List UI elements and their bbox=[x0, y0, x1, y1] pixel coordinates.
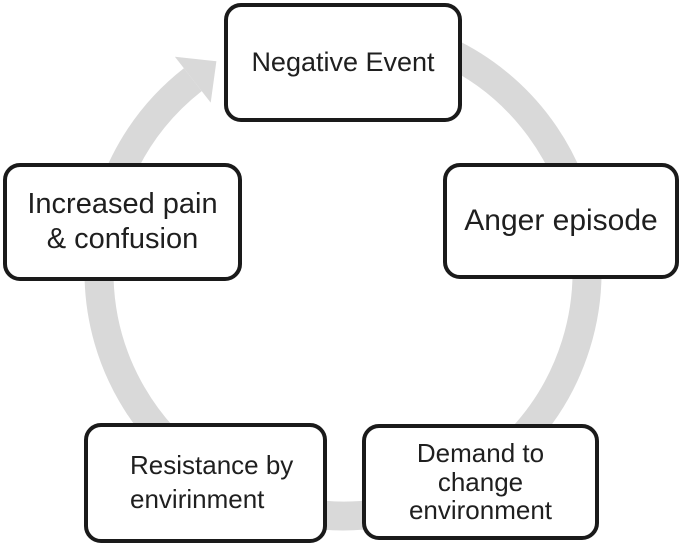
node-label-line: Negative Event bbox=[251, 46, 435, 77]
node-anger-episode: Anger episode bbox=[443, 163, 679, 279]
node-label-line: envirinment bbox=[130, 484, 265, 514]
node-demand-to-change-environment: Demand to change environment bbox=[362, 424, 599, 540]
node-label-line: change bbox=[437, 466, 524, 497]
node-label-line: environment bbox=[408, 495, 553, 526]
node-resistance-by-envirinment: Resistance by envirinment bbox=[84, 423, 327, 543]
node-negative-event: Negative Event bbox=[224, 3, 462, 122]
node-label-line: & confusion bbox=[46, 223, 199, 255]
node-label-line: Demand to bbox=[416, 438, 545, 469]
node-label-line: Resistance by bbox=[130, 450, 294, 481]
node-increased-pain-and-confusion: Increased pain & confusion bbox=[3, 163, 242, 281]
node-label-line: Anger episode bbox=[464, 203, 658, 237]
arrow-head-icon bbox=[174, 56, 217, 103]
node-label-line: Increased pain bbox=[27, 188, 218, 221]
